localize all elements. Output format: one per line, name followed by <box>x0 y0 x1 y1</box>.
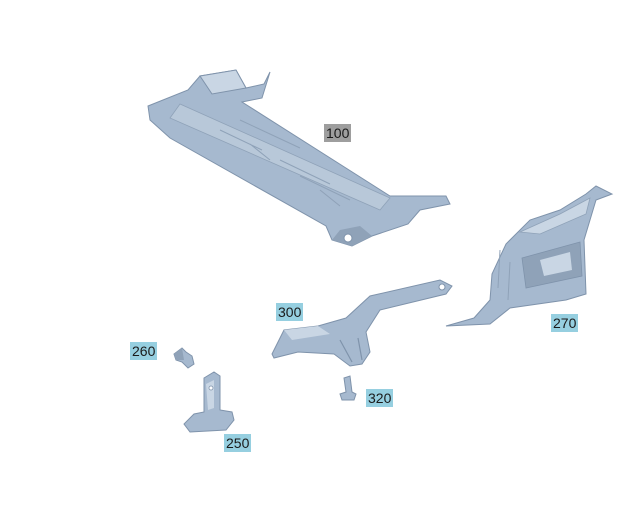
callout-320[interactable]: 320 <box>366 389 394 407</box>
part-250-holder[interactable] <box>183 371 235 433</box>
part-260-bolt[interactable] <box>173 347 195 369</box>
part-320-screw[interactable] <box>339 375 357 401</box>
callout-260[interactable]: 260 <box>130 342 158 360</box>
part-270-bracket[interactable] <box>445 185 614 327</box>
part-300-strut[interactable] <box>271 279 453 367</box>
callout-270[interactable]: 270 <box>551 314 579 332</box>
callout-300[interactable]: 300 <box>276 303 304 321</box>
callout-250[interactable]: 250 <box>224 434 252 452</box>
part-100-tray[interactable] <box>147 69 451 247</box>
callout-100[interactable]: 100 <box>324 124 352 142</box>
